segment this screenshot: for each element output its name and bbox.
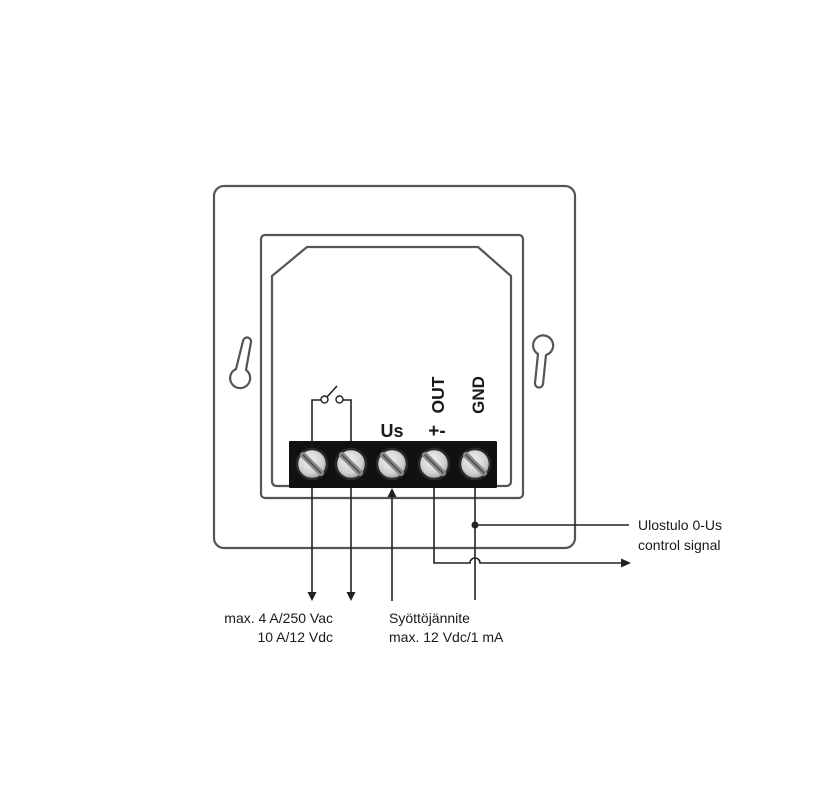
arrow-right-icon	[621, 558, 631, 568]
screw-terminal-2	[334, 447, 368, 481]
outer-frame	[212, 184, 577, 550]
screw-terminal-1	[295, 447, 329, 481]
arrow-down-icon	[346, 592, 356, 601]
switch-blade	[326, 385, 338, 398]
switch-contact-left	[320, 395, 329, 404]
mounting-keyhole-left	[229, 336, 253, 390]
output-signal-line2: control signal	[638, 537, 721, 553]
output-signal-line1: Ulostulo 0-Us	[638, 517, 722, 533]
arrow-down-icon	[307, 592, 317, 601]
screw-terminal-3-us	[375, 447, 409, 481]
label-us: Us	[380, 421, 403, 441]
switch-wire-left	[311, 399, 321, 441]
switch-rating-line2: 10 A/12 Vdc	[257, 629, 333, 645]
switch-contact-right	[335, 395, 344, 404]
arrow-up-icon	[387, 488, 397, 497]
screw-terminal-4-out	[417, 447, 451, 481]
switch-symbol-icon	[311, 385, 352, 441]
label-out-polarity: +-	[428, 421, 445, 442]
switch-wire-right	[343, 399, 352, 441]
supply-voltage-line1: Syöttöjännite	[389, 610, 470, 626]
inner-housing-outline	[270, 245, 513, 488]
supply-voltage-line2: max. 12 Vdc/1 mA	[389, 629, 504, 645]
label-out: OUT	[428, 376, 448, 413]
annotations: max. 4 A/250 Vac 10 A/12 Vdc Syöttöjänni…	[224, 517, 722, 645]
switch-rating-line1: max. 4 A/250 Vac	[224, 610, 333, 626]
wire-terminal-4-out	[433, 488, 623, 564]
label-gnd: GND	[469, 376, 488, 414]
terminal-labels: Us +- OUT GND	[380, 376, 488, 442]
mounting-keyhole-right	[532, 334, 555, 389]
external-wiring	[307, 488, 631, 601]
terminal-block	[289, 441, 497, 488]
screw-terminal-5-gnd	[458, 447, 492, 481]
